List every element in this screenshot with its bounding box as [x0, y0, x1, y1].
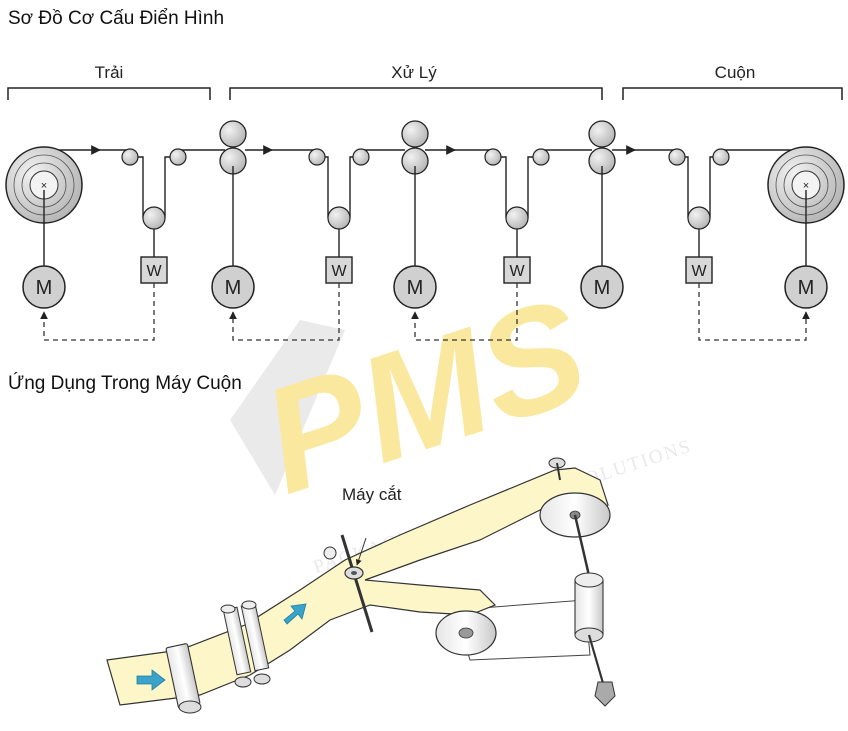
flow-arrow-1 — [136, 669, 166, 691]
svg-text:×: × — [803, 180, 809, 192]
motor-2: M — [211, 265, 255, 309]
watermark-gray-shape — [230, 320, 345, 495]
motor-5: M — [784, 265, 828, 309]
slitter-knife — [323, 534, 374, 633]
svg-text:W: W — [691, 263, 707, 280]
section-label-spreading: Trải — [95, 63, 124, 82]
section-brackets — [7, 87, 843, 100]
motor-4: M — [580, 265, 624, 309]
weight-sensor-1: W — [140, 256, 168, 284]
dancer-rollers — [142, 206, 711, 230]
svg-text:W: W — [146, 263, 162, 280]
application-title: Ứng Dụng Trong Máy Cuộn — [8, 373, 242, 394]
tension-cylinder — [574, 572, 616, 707]
shafts — [43, 166, 807, 267]
weight-sensor-3: W — [503, 256, 531, 284]
idler-rollers — [121, 148, 730, 166]
entry-rollers — [165, 600, 271, 714]
bracket-processing — [229, 87, 603, 100]
winding-machine-illustration: Máy cắt — [106, 457, 616, 714]
weight-sensor-2: W — [325, 256, 353, 284]
diagram-title: Sơ Đồ Cơ Cấu Điển Hình — [8, 8, 225, 29]
motor-3: M — [393, 265, 437, 309]
flow-arrows — [136, 603, 307, 691]
weight-sensor-4: W — [685, 256, 713, 284]
bracket-spreading — [7, 87, 211, 100]
nip-rollers — [219, 120, 616, 175]
section-label-processing: Xử Lý — [391, 63, 437, 82]
lower-drum — [435, 610, 497, 656]
svg-text:M: M — [798, 277, 815, 299]
weight-sensors: W W W W — [140, 256, 713, 284]
cutter-label: Máy cắt — [342, 485, 402, 504]
motors: M M M M M — [22, 265, 828, 309]
svg-text:M: M — [225, 277, 242, 299]
svg-text:M: M — [594, 277, 611, 299]
svg-text:M: M — [36, 277, 53, 299]
section-label-winding: Cuộn — [715, 63, 756, 82]
svg-text:W: W — [331, 263, 347, 280]
flow-arrow-2 — [283, 603, 307, 625]
feedback-lines — [40, 283, 810, 341]
svg-text:W: W — [509, 263, 525, 280]
upper-drum — [539, 457, 611, 581]
motor-1: M — [22, 265, 66, 309]
bracket-winding — [622, 87, 843, 100]
svg-text:×: × — [41, 180, 47, 192]
svg-text:M: M — [407, 277, 424, 299]
